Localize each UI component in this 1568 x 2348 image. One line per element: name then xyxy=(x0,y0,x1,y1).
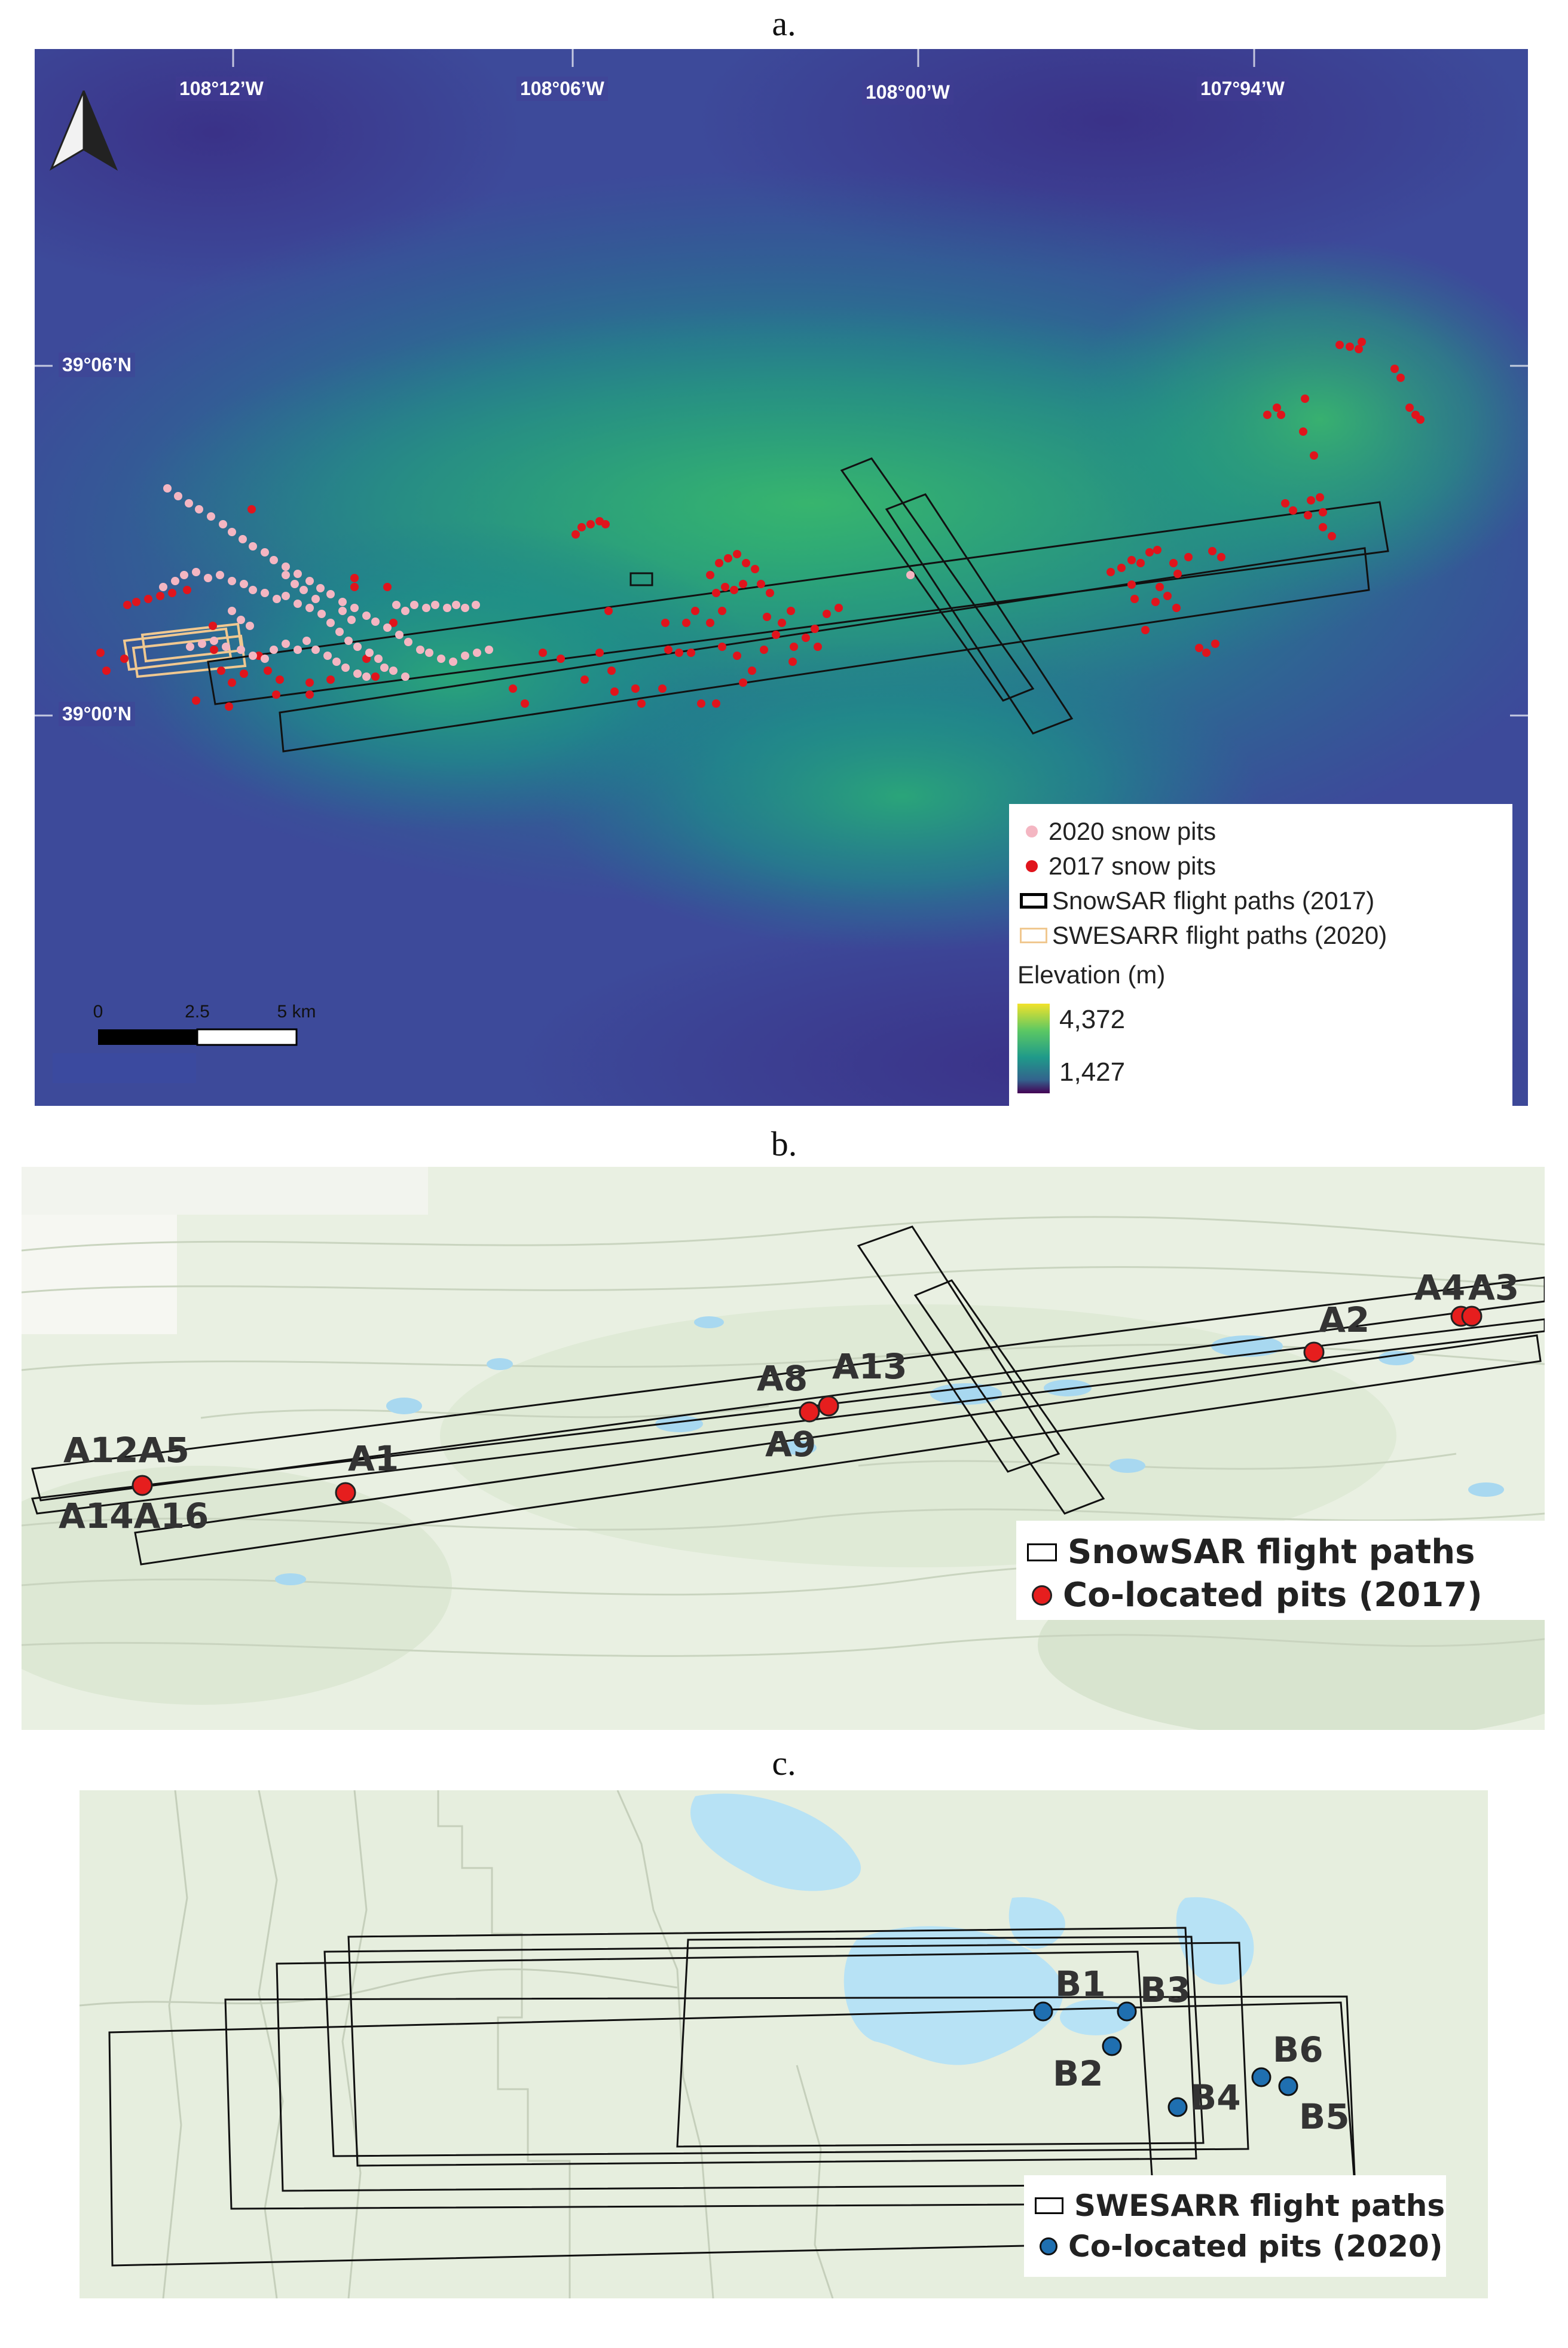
topo-map-2017: A12A5 A14A16 A1 A8 A13 A9 A2 A4 A3 SnowS… xyxy=(22,1167,1545,1730)
lat-label-1: 39°06’N xyxy=(59,353,135,377)
elevation-colorbar xyxy=(1017,1004,1050,1093)
pit-label-a12a5: A12A5 xyxy=(63,1430,189,1470)
scale-label-5km: 5 km xyxy=(277,1002,316,1022)
pink-dot-icon xyxy=(1026,826,1038,837)
pit-label-a9: A9 xyxy=(765,1424,817,1465)
co-located-pits-2017 xyxy=(132,1306,1483,1503)
water-bodies xyxy=(690,1793,1254,2065)
lon-label-2: 108°06’W xyxy=(516,77,608,101)
pit-label-b1: B1 xyxy=(1055,1964,1106,2004)
elevation-map: 0 2.5 5 km 108°12’W 108°06’W 108°00’W 10… xyxy=(35,49,1528,1106)
legend-row-snowsar-b: SnowSAR flight paths xyxy=(1027,1533,1475,1572)
panel-b-label: b. xyxy=(771,1124,797,1163)
graticule xyxy=(35,49,1528,717)
legend-swesarr-label: SWESARR flight paths (2020) xyxy=(1052,921,1387,949)
legend-row-2020-pits: 2020 snow pits xyxy=(1020,817,1216,846)
snow-pits-2017 xyxy=(96,338,1425,711)
map-b-legend: SnowSAR flight paths Co-located pits (20… xyxy=(1016,1521,1545,1620)
panel-a-label: a. xyxy=(772,4,796,43)
lon-label-4: 107°94’W xyxy=(1197,77,1288,101)
pit-label-a13: A13 xyxy=(832,1346,907,1387)
pit-label-a2: A2 xyxy=(1319,1300,1370,1340)
legend-2020-pits-label: 2020 snow pits xyxy=(1049,817,1217,845)
legend-row-swesarr-c: SWESARR flight paths xyxy=(1035,2188,1445,2223)
legend-swesarr-c-label: SWESARR flight paths xyxy=(1074,2188,1445,2223)
legend-row-pits-b: Co-located pits (2017) xyxy=(1027,1576,1483,1615)
scale-bar xyxy=(53,1028,298,1083)
map-a-legend: 2020 snow pits 2017 snow pits SnowSAR fl… xyxy=(1009,804,1512,1106)
pit-label-a1: A1 xyxy=(348,1438,399,1479)
road-lines xyxy=(80,1790,834,2298)
lon-label-1: 108°12’W xyxy=(176,77,267,101)
topo-map-2017-canvas xyxy=(22,1167,1545,1730)
legend-snowsar-b-label: SnowSAR flight paths xyxy=(1068,1533,1475,1572)
panel-c-label: c. xyxy=(772,1744,796,1783)
legend-elevation-title: Elevation (m) xyxy=(1017,961,1166,989)
legend-2017-pits-label: 2017 snow pits xyxy=(1049,852,1217,880)
black-box-icon xyxy=(1020,893,1047,909)
pit-label-a3: A3 xyxy=(1468,1267,1520,1308)
box-outline-icon xyxy=(1035,2197,1063,2214)
topo-map-2020: B1 B3 B2 B4 B6 B5 SWESARR flight paths C… xyxy=(80,1790,1488,2298)
tan-box-icon xyxy=(1020,928,1047,943)
scale-label-2-5: 2.5 xyxy=(185,1002,210,1022)
snow-pits-2020 xyxy=(159,484,915,681)
pit-label-a14a16: A14A16 xyxy=(59,1496,209,1536)
pit-label-b5: B5 xyxy=(1299,2096,1350,2137)
blue-dot-icon xyxy=(1040,2237,1057,2255)
legend-row-pits-c: Co-located pits (2020) xyxy=(1035,2229,1443,2264)
red-dot-icon xyxy=(1026,860,1038,872)
elevation-max-label: 4,372 xyxy=(1059,1005,1126,1034)
legend-pits-b-label: Co-located pits (2017) xyxy=(1063,1576,1483,1615)
elevation-min-label: 1,427 xyxy=(1059,1057,1126,1087)
pit-label-b3: B3 xyxy=(1140,1970,1191,2010)
red-dot-icon xyxy=(1032,1585,1052,1606)
box-outline-icon xyxy=(1027,1543,1057,1561)
legend-pits-c-label: Co-located pits (2020) xyxy=(1068,2229,1443,2264)
pit-label-a4: A4 xyxy=(1414,1267,1466,1308)
legend-row-2017-pits: 2017 snow pits xyxy=(1020,852,1216,880)
elevation-map-canvas: 0 2.5 5 km xyxy=(35,49,1528,1106)
legend-row-snowsar: SnowSAR flight paths (2017) xyxy=(1020,886,1374,915)
snowsar-flight-paths xyxy=(31,1225,1545,1566)
lat-label-2: 39°00’N xyxy=(59,702,135,726)
north-arrow-icon xyxy=(49,90,118,171)
pit-label-b6: B6 xyxy=(1273,2029,1324,2070)
snowsar-flight-paths-2017 xyxy=(207,457,1389,753)
co-located-pits-2020 xyxy=(1033,2001,1298,2117)
legend-row-swesarr: SWESARR flight paths (2020) xyxy=(1020,921,1387,950)
scale-label-0: 0 xyxy=(93,1002,103,1022)
pit-label-b4: B4 xyxy=(1190,2077,1241,2118)
legend-snowsar-label: SnowSAR flight paths (2017) xyxy=(1052,886,1375,915)
map-c-legend: SWESARR flight paths Co-located pits (20… xyxy=(1024,2175,1446,2277)
pit-label-a8: A8 xyxy=(757,1358,808,1399)
pit-label-b2: B2 xyxy=(1053,2053,1104,2094)
lon-label-3: 108°00’W xyxy=(862,80,953,105)
